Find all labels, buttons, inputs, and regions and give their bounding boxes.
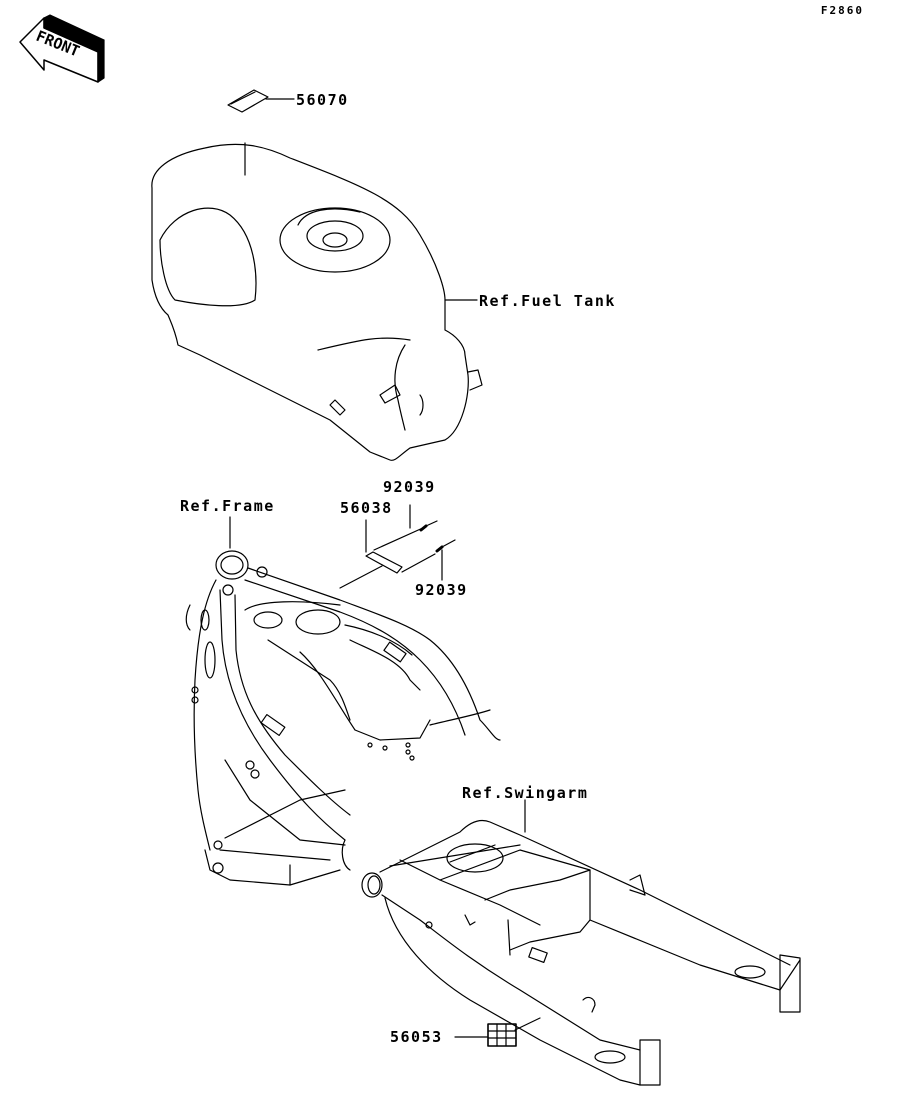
front-arrow-icon: FRONT bbox=[19, 14, 105, 83]
ref-fuel-tank-label[interactable]: Ref.Fuel Tank bbox=[479, 292, 616, 310]
part-number-56038[interactable]: 56038 bbox=[340, 499, 393, 517]
part-number-92039-top[interactable]: 92039 bbox=[383, 478, 436, 496]
part-number-56070[interactable]: 56070 bbox=[296, 91, 349, 109]
figure-id: F2860 bbox=[820, 4, 864, 17]
fuel-tank-drawing bbox=[151, 143, 483, 461]
frame-label-assembly bbox=[339, 504, 456, 589]
ref-frame-label[interactable]: Ref.Frame bbox=[180, 497, 275, 515]
ref-swingarm-label[interactable]: Ref.Swingarm bbox=[462, 784, 589, 802]
swingarm-drawing bbox=[361, 799, 801, 1086]
tank-label-sticker bbox=[227, 89, 295, 176]
swingarm-label-sticker bbox=[454, 1023, 517, 1047]
frame-drawing bbox=[185, 516, 501, 886]
part-number-92039-bottom[interactable]: 92039 bbox=[415, 581, 468, 599]
part-number-56053[interactable]: 56053 bbox=[390, 1028, 443, 1046]
